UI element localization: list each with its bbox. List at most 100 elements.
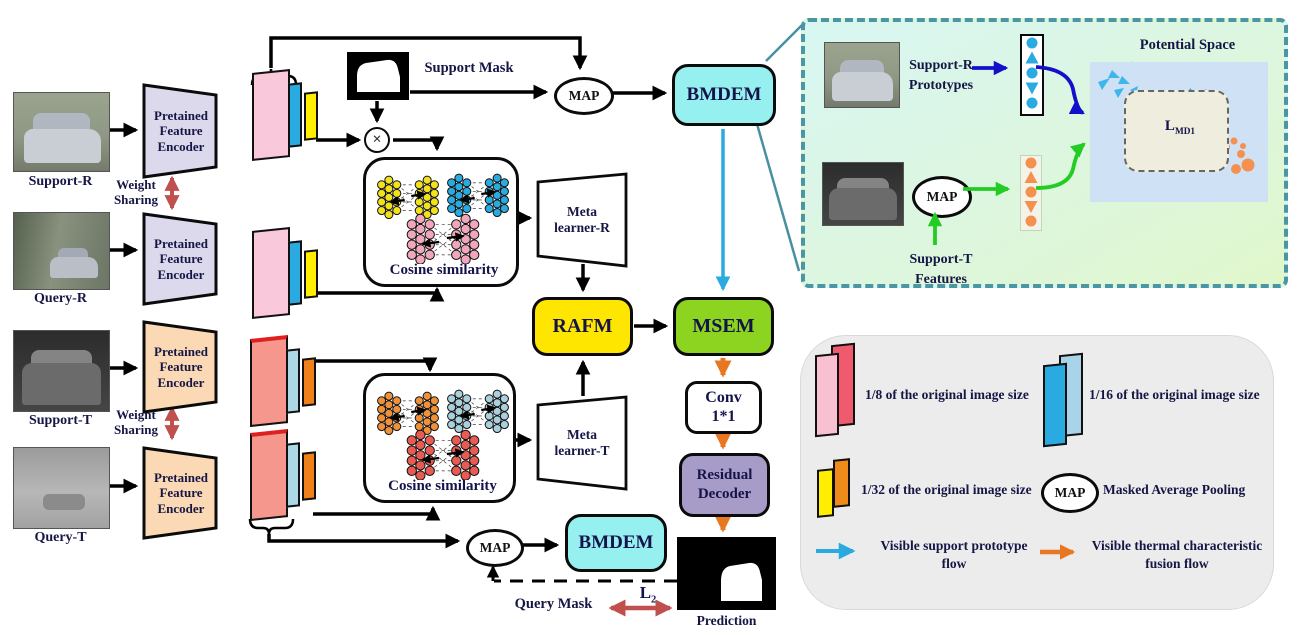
query-r-image [13, 212, 110, 290]
triangle-up-icon [1024, 171, 1038, 183]
feature-map-sheet [302, 451, 316, 501]
legend-map-icon: MAP [1041, 473, 1099, 513]
car-shape [832, 72, 894, 101]
arrow-prototypes-to-space [1035, 65, 1085, 115]
feature-map-sheet [252, 69, 290, 161]
encoder-shape [142, 83, 218, 179]
support-mask-label: Support Mask [424, 60, 514, 76]
prediction-mask [677, 537, 776, 610]
panel-support-r-image [824, 42, 900, 108]
cosine-similarity-box-rgb: Cosine similarity [363, 157, 519, 287]
feature-map-sheet [250, 335, 288, 427]
support-t-label: Support-T [28, 413, 93, 428]
bmdem-module-bottom: BMDEM [565, 514, 667, 572]
feature-map-sheet [288, 240, 302, 306]
feature-map-sheet [302, 357, 316, 407]
cosine-similarity-label: Cosine similarity [388, 478, 497, 495]
map-node-top: MAP [554, 77, 614, 115]
encoder-shape [142, 212, 218, 306]
similarity-graph [366, 376, 519, 481]
support-r-label: Support-R [28, 174, 93, 189]
arrow-stack4-to-cosine2 [313, 505, 441, 521]
triangle-up-icon [1025, 51, 1039, 64]
encoder-shape [142, 446, 218, 540]
lmd1-loss-label: LMD1 [1164, 118, 1196, 137]
query-r-label: Query-R [34, 291, 87, 306]
similarity-graph [366, 160, 522, 265]
support-r-image [13, 92, 110, 172]
msem-module: MSEM [673, 297, 774, 356]
potential-space-label: Potential Space [1139, 37, 1236, 53]
circle-icon [1026, 67, 1038, 79]
feature-map-sheet [288, 82, 302, 148]
panel-map-node: MAP [912, 176, 972, 218]
feature-map-sheet [252, 227, 290, 319]
car-shape [33, 113, 90, 134]
feature-map-sheet [304, 249, 318, 299]
arrow-multiply-to-cosine1 [393, 136, 445, 152]
arrow-stack3-to-cosine2 [313, 357, 438, 373]
feature-stack-query-t [250, 426, 320, 528]
circle-icon [1025, 215, 1037, 227]
legend-map-label: Masked Average Pooling [1103, 482, 1246, 497]
brace-bottom-icon [248, 518, 295, 535]
cosine-similarity-label: Cosine similarity [389, 262, 499, 279]
feature-map-sheet [286, 442, 300, 508]
car-mask-shape [721, 562, 762, 601]
feature-column-box [1020, 155, 1042, 231]
car-shape [42, 494, 86, 511]
feature-stack-support-r [252, 66, 322, 168]
cosine-similarity-box-thermal: Cosine similarity [363, 373, 516, 503]
feature-stack-support-t [250, 332, 320, 434]
legend: 1/8 of the original image size 1/16 of t… [800, 335, 1274, 610]
circle-icon [1025, 157, 1037, 169]
encoder-shape [142, 320, 218, 414]
prediction-label: Prediction [696, 613, 757, 628]
zoom-callout-line-top [765, 24, 803, 62]
car-shape [23, 128, 102, 164]
arrow-brace-to-map-bottom [267, 533, 461, 549]
circle-icon [1026, 97, 1038, 109]
triangle-down-icon [1024, 201, 1038, 213]
zoom-callout-line-bottom [755, 123, 801, 272]
feature-stack-query-r [252, 224, 322, 326]
support-t-image [13, 330, 110, 412]
panel-support-t-image [822, 162, 904, 226]
triangle-down-icon [1025, 82, 1039, 95]
car-shape [829, 187, 897, 221]
prototype-column-box [1020, 34, 1044, 116]
legend-one-thirtysecond-label: 1/32 of the original image size [861, 482, 1032, 497]
car-mask-shape [357, 59, 400, 92]
legend-one-eighth-label: 1/8 of the original image size [865, 387, 1029, 402]
feature-map-sheet [304, 91, 318, 141]
car-shape [57, 247, 89, 261]
support-mask-thumbnail [347, 52, 409, 100]
prototype-shapes [1022, 36, 1042, 110]
feature-map-sheet [286, 348, 300, 414]
line-supportfeat-to-map [269, 36, 588, 71]
arrow-stack2-to-cosine1 [313, 286, 445, 302]
circle-icon [1026, 37, 1038, 49]
feature-map-sheet [250, 429, 288, 521]
meta-learner-shape [536, 395, 628, 491]
arrow-features-to-space [1035, 142, 1086, 190]
query-mask-label: Query Mask [514, 596, 593, 612]
visible-prototype-scatter [1098, 70, 1147, 104]
meta-learner-shape [536, 172, 628, 268]
map-node-bottom: MAP [466, 529, 524, 567]
car-shape [839, 59, 885, 77]
query-t-label: Query-T [34, 530, 87, 545]
